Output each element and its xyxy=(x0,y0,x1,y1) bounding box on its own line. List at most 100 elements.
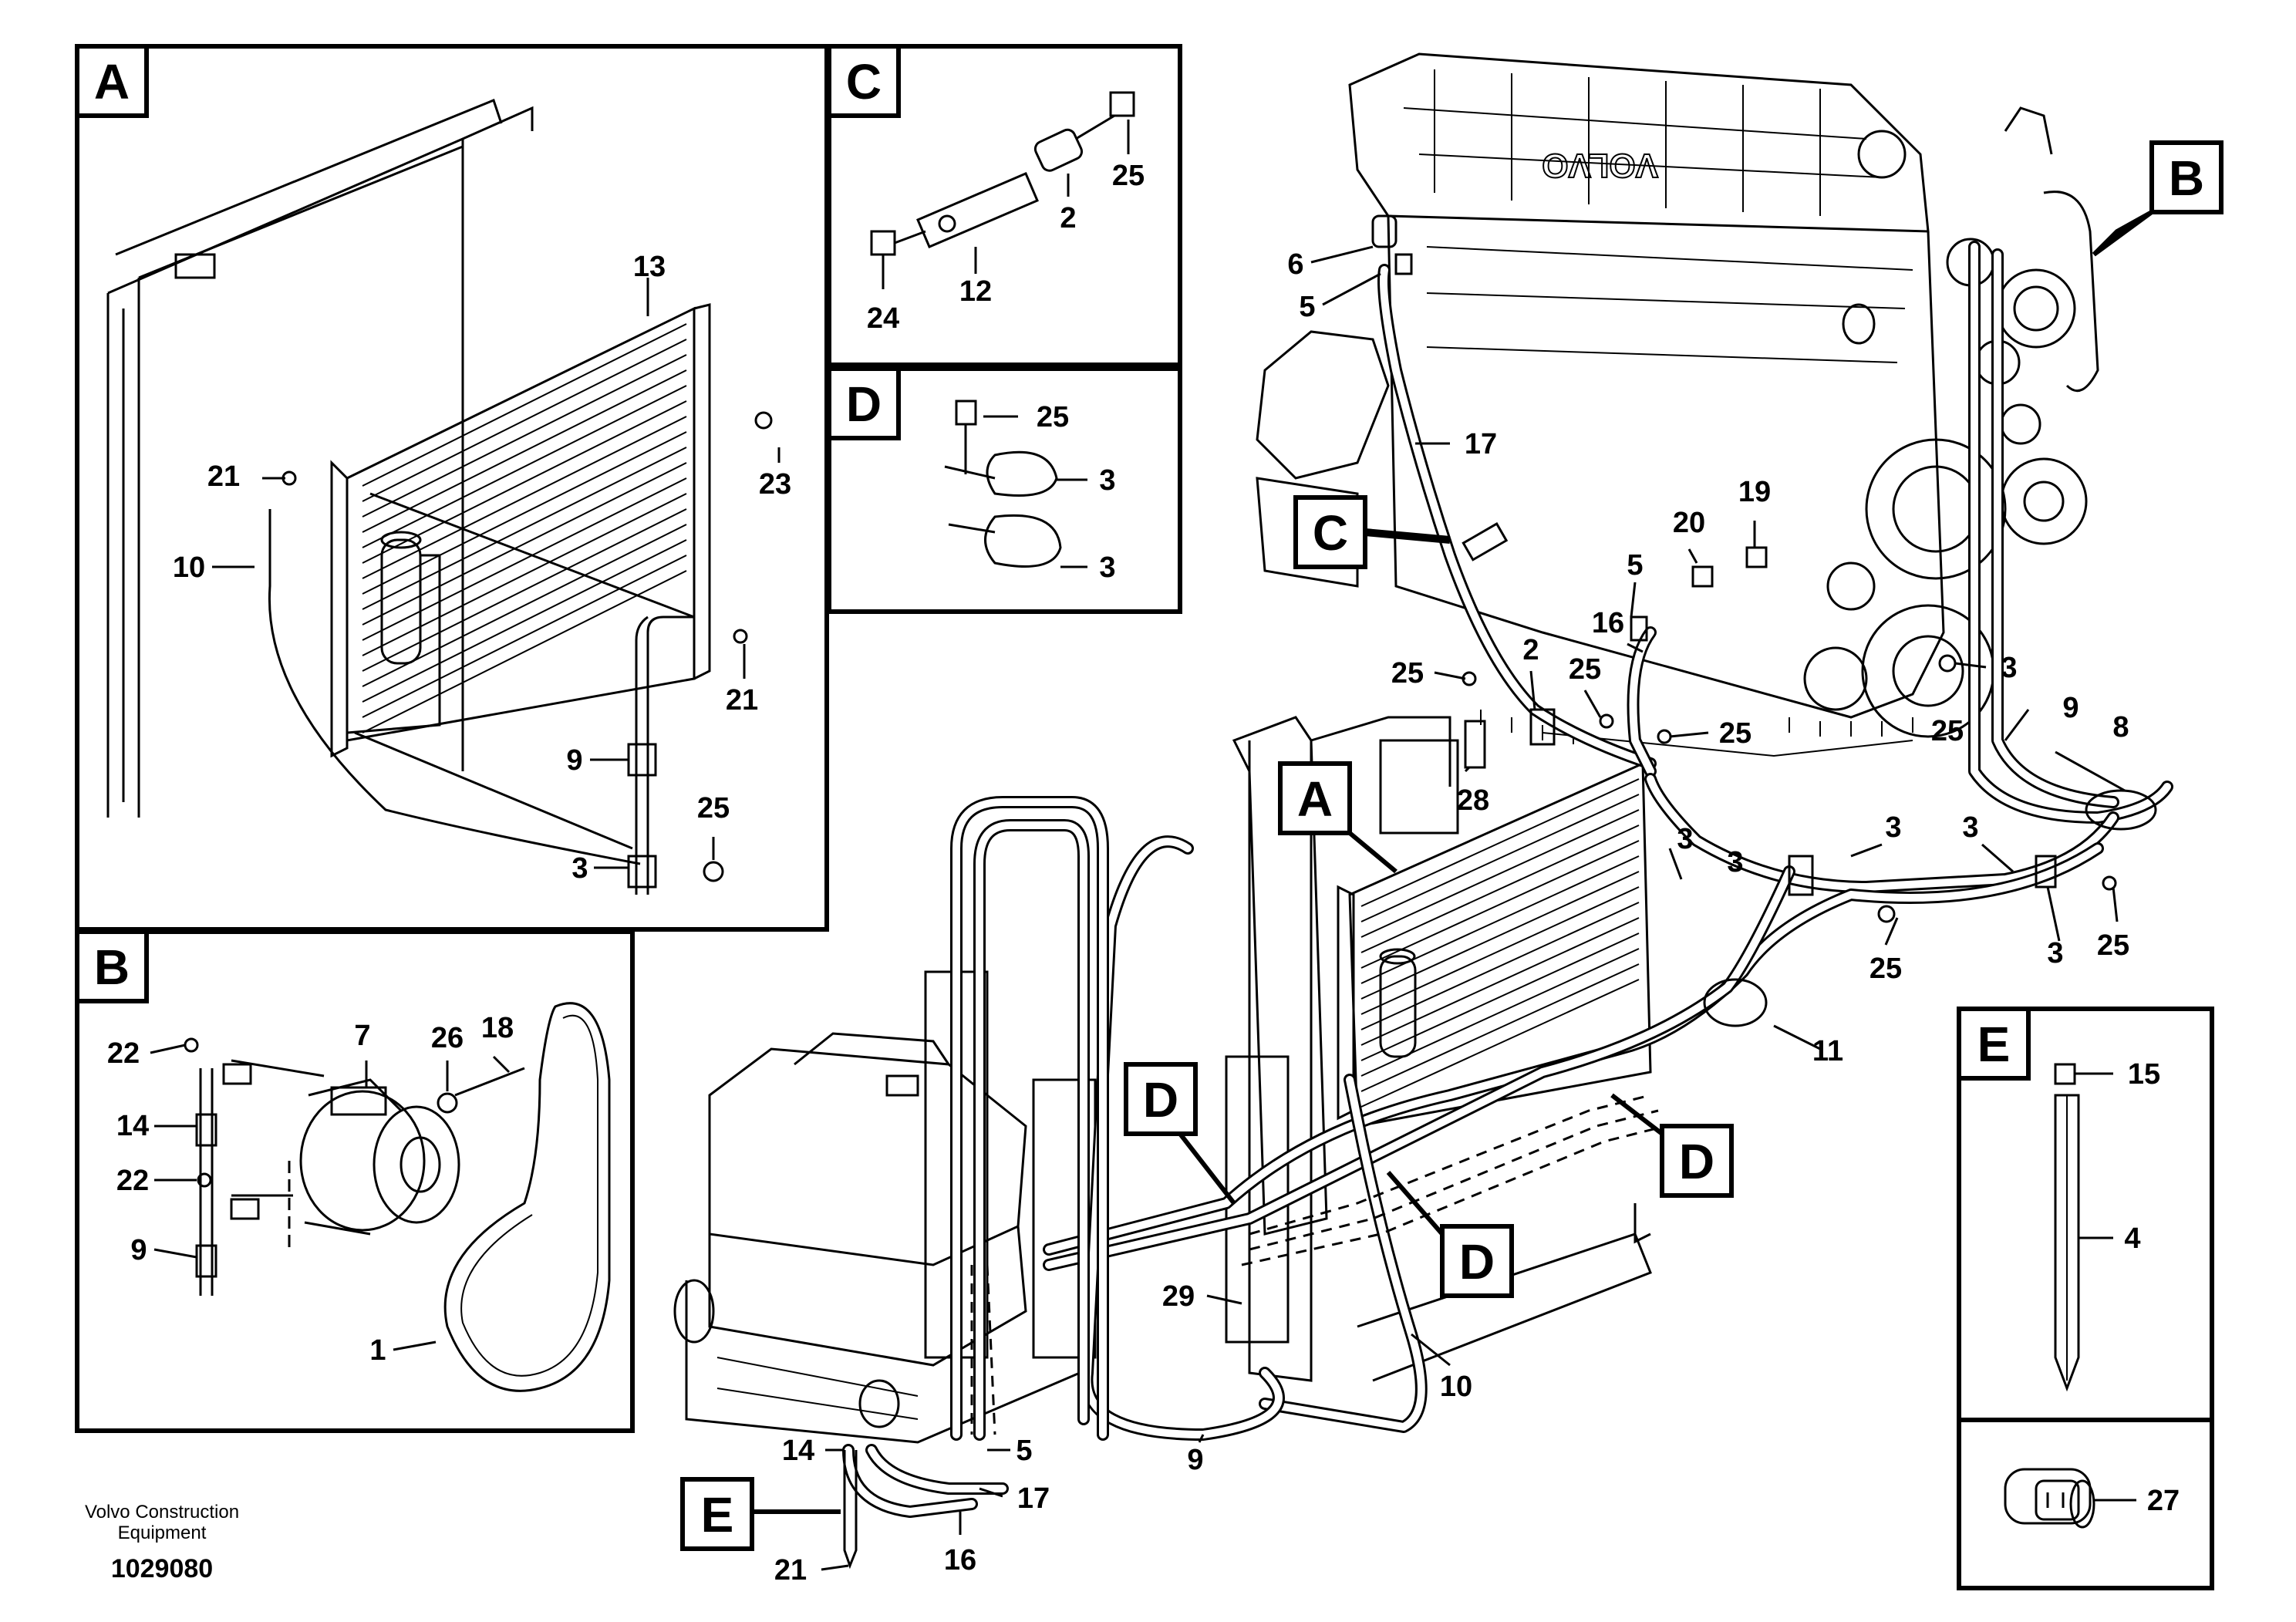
label-3-f: 3 xyxy=(2047,937,2063,969)
label-17-top: 17 xyxy=(1465,428,1497,460)
label-a-21-right: 21 xyxy=(726,684,758,717)
main-hardware xyxy=(1371,214,2157,1027)
panel-d: D 25 3 3 xyxy=(827,366,1182,614)
label-3-e: 3 xyxy=(1677,823,1693,855)
main-labels: 6 5 17 20 19 5 16 25 2 25 25 28 3 25 9 8… xyxy=(774,245,2129,1587)
label-b-9: 9 xyxy=(130,1234,147,1266)
label-3-d: 3 xyxy=(1962,811,1978,844)
label-e-27: 27 xyxy=(2147,1485,2180,1517)
label-3-c: 3 xyxy=(1727,846,1743,878)
label-e-4: 4 xyxy=(2124,1222,2140,1255)
engine-brand: VOLVO xyxy=(1542,147,1658,184)
label-b-18: 18 xyxy=(481,1012,514,1044)
panel-d-tag: D xyxy=(846,376,882,432)
label-25-c: 25 xyxy=(1719,717,1752,750)
hoses xyxy=(842,241,2173,1570)
hose-10 xyxy=(268,509,641,865)
label-25-e: 25 xyxy=(1870,953,1902,985)
label-20: 20 xyxy=(1673,507,1705,539)
label-b-22-bottom: 22 xyxy=(116,1165,149,1197)
label-a-10: 10 xyxy=(173,551,205,584)
label-14: 14 xyxy=(782,1435,814,1467)
label-29: 29 xyxy=(1162,1280,1195,1313)
company-name-line2: Equipment xyxy=(118,1523,207,1543)
label-a-23: 23 xyxy=(759,468,791,501)
label-c-25: 25 xyxy=(1112,160,1145,192)
label-b-22-top: 22 xyxy=(107,1037,140,1070)
bolt-25-d xyxy=(955,400,977,426)
drawing-number: 1029080 xyxy=(111,1554,213,1583)
bracket-12 xyxy=(916,172,1039,248)
label-c-2: 2 xyxy=(1060,202,1076,234)
label-b-1: 1 xyxy=(369,1334,386,1367)
panel-c-tag: C xyxy=(846,54,882,110)
label-a-3: 3 xyxy=(571,852,588,885)
probe-4 xyxy=(2054,1094,2080,1392)
label-e-15: 15 xyxy=(2128,1058,2160,1091)
label-28: 28 xyxy=(1457,784,1489,817)
label-5-top: 5 xyxy=(1299,291,1315,323)
label-a-9: 9 xyxy=(566,744,582,777)
label-9-right: 9 xyxy=(2062,692,2079,724)
label-16-top: 16 xyxy=(1592,607,1624,639)
clamp-2 xyxy=(1033,128,1084,172)
callout-a: A xyxy=(1297,771,1333,827)
callout-c: C xyxy=(1313,505,1348,561)
footer: Volvo Construction Equipment 1029080 xyxy=(85,1502,239,1583)
label-5-middle: 5 xyxy=(1627,549,1643,582)
label-25-b: 25 xyxy=(1569,653,1601,686)
cap-15 xyxy=(2054,1063,2076,1085)
condenser-core xyxy=(330,303,711,758)
label-a-13: 13 xyxy=(633,251,666,283)
panel-b-tag: B xyxy=(94,939,130,995)
callout-d-left: D xyxy=(1143,1072,1178,1128)
panel-e: E 15 4 27 xyxy=(1957,1007,2214,1590)
switch-27 xyxy=(2004,1468,2095,1529)
panel-a: A xyxy=(75,44,829,932)
label-11: 11 xyxy=(1812,1035,1843,1067)
bolt-25-c xyxy=(1109,91,1135,117)
panel-c: C 25 2 24 12 xyxy=(827,44,1182,367)
label-3-b: 3 xyxy=(1885,811,1901,844)
label-c-12: 12 xyxy=(959,275,992,308)
label-10: 10 xyxy=(1440,1371,1472,1403)
label-d-3-top: 3 xyxy=(1099,464,1115,497)
compressor-7 xyxy=(299,1078,460,1236)
belt-1 xyxy=(443,1002,611,1392)
bolt-24 xyxy=(870,230,896,256)
callout-e: E xyxy=(701,1487,734,1543)
main-callouts: B C A D D D E xyxy=(680,140,2224,1551)
label-25-a: 25 xyxy=(1391,657,1424,690)
label-25-d: 25 xyxy=(1931,715,1964,747)
panel-e-tag: E xyxy=(1977,1017,2011,1072)
label-8: 8 xyxy=(2112,711,2129,744)
label-19: 19 xyxy=(1738,476,1771,508)
label-16-bottom: 16 xyxy=(944,1544,976,1576)
label-3-engine: 3 xyxy=(2001,652,2017,684)
label-2: 2 xyxy=(1522,634,1539,666)
panel-a-tag: A xyxy=(94,54,130,110)
label-17-bottom: 17 xyxy=(1017,1482,1050,1515)
clamp-3-top xyxy=(944,450,1058,497)
label-b-7: 7 xyxy=(354,1020,370,1052)
callout-d-middle: D xyxy=(1459,1234,1495,1290)
label-25-f: 25 xyxy=(2097,929,2129,962)
label-a-25: 25 xyxy=(697,792,730,824)
label-9-bottom: 9 xyxy=(1187,1444,1203,1476)
callout-b: B xyxy=(2169,150,2204,206)
label-d-25: 25 xyxy=(1037,401,1069,433)
label-a-21-top: 21 xyxy=(207,460,240,493)
clamp-3-bottom xyxy=(948,514,1062,568)
panel-b: B 22 7 26 18 14 xyxy=(75,929,635,1433)
company-name-line1: Volvo Construction xyxy=(85,1502,239,1523)
label-6: 6 xyxy=(1287,248,1303,281)
label-c-24: 24 xyxy=(867,302,899,335)
label-b-14: 14 xyxy=(116,1110,149,1142)
callout-d-right: D xyxy=(1679,1134,1714,1189)
label-b-26: 26 xyxy=(431,1022,464,1054)
label-5-bottom: 5 xyxy=(1016,1435,1032,1467)
label-d-3-bottom: 3 xyxy=(1099,551,1115,584)
label-21: 21 xyxy=(774,1554,807,1587)
radiator-frame xyxy=(106,99,534,818)
